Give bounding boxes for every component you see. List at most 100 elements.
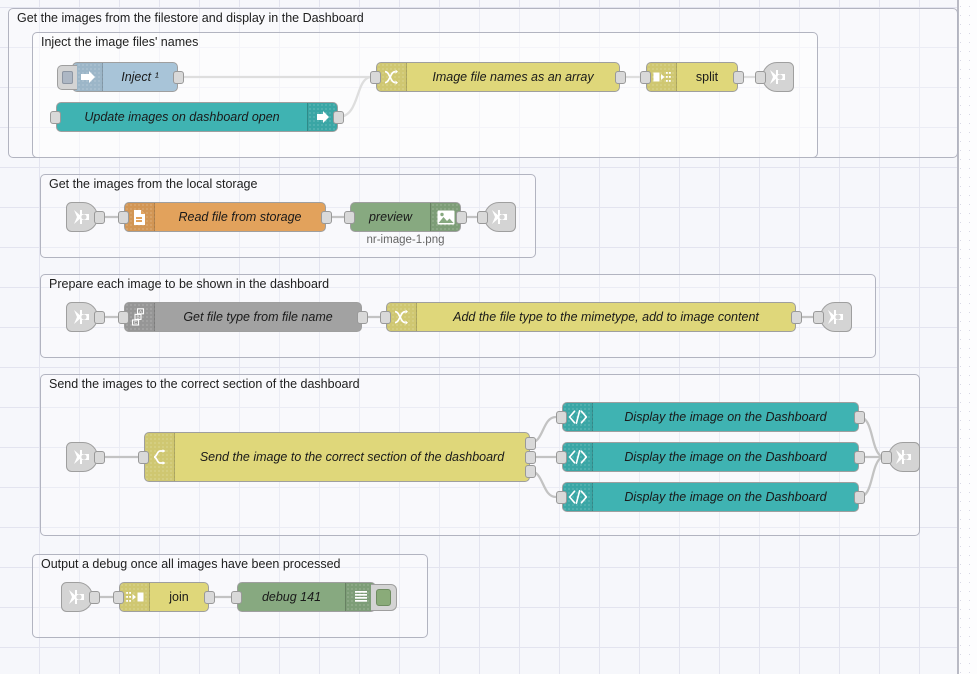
node-link-in-2[interactable] (66, 202, 105, 232)
link-out-icon (828, 310, 843, 324)
node-preview-label: preview (368, 210, 413, 224)
svg-text:B: B (136, 315, 139, 320)
join-icon (120, 583, 150, 611)
node-link-out-1-input-port[interactable] (755, 71, 766, 84)
node-join[interactable]: join (113, 582, 215, 612)
node-dashboard-open-output-port[interactable] (333, 111, 344, 124)
node-read-file-input-port[interactable] (118, 211, 129, 224)
group-inject-label: Inject the image files' names (41, 35, 199, 49)
image-icon (430, 203, 460, 231)
node-get-file-type-input-port[interactable] (118, 311, 129, 324)
node-join-output-port[interactable] (204, 591, 215, 604)
node-preview-input-port[interactable] (344, 211, 355, 224)
link-in-icon (74, 310, 89, 324)
file-in-icon (125, 203, 155, 231)
node-function-filenames[interactable]: Image file names as an array (370, 62, 626, 92)
node-link-out-1[interactable] (755, 62, 794, 92)
node-switch-output-port-1[interactable] (525, 437, 536, 450)
node-template-2-input-port[interactable] (556, 451, 567, 464)
node-join-label: join (169, 590, 189, 604)
node-link-in-2-output-port[interactable] (94, 211, 105, 224)
node-link-out-2-input-port[interactable] (477, 211, 488, 224)
node-debug[interactable]: debug 141 (231, 582, 397, 612)
node-link-out-2[interactable] (477, 202, 516, 232)
node-template-3-input-port[interactable] (556, 491, 567, 504)
node-template-3-output-port[interactable] (854, 491, 865, 504)
node-get-file-type[interactable]: A B C Get file type from file name (118, 302, 368, 332)
node-template-1-label: Display the image on the Dashboard (624, 410, 827, 424)
node-link-in-4-output-port[interactable] (94, 451, 105, 464)
node-link-in-5[interactable] (61, 582, 100, 612)
node-preview[interactable]: preview (344, 202, 467, 232)
node-template-1-output-port[interactable] (854, 411, 865, 424)
change-abc-icon: A B C (125, 303, 155, 331)
node-link-in-4[interactable] (66, 442, 105, 472)
node-debug-input-port[interactable] (231, 591, 242, 604)
node-template-1-input-port[interactable] (556, 411, 567, 424)
node-template-2[interactable]: Display the image on the Dashboard (556, 442, 865, 472)
node-read-file[interactable]: Read file from storage (118, 202, 332, 232)
group-send-label: Send the images to the correct section o… (49, 377, 360, 391)
node-dashboard-open-label: Update images on dashboard open (84, 110, 280, 124)
template-code-icon (563, 403, 593, 431)
group-debug-label: Output a debug once all images have been… (41, 557, 341, 571)
node-split-output-port[interactable] (733, 71, 744, 84)
node-dashboard-open[interactable]: Update images on dashboard open (50, 102, 344, 132)
node-link-out-4[interactable] (881, 442, 920, 472)
node-link-out-3[interactable] (813, 302, 852, 332)
link-out-icon (492, 210, 507, 224)
group-storage-label: Get the images from the local storage (49, 177, 258, 191)
node-switch-output-port-3[interactable] (525, 465, 536, 478)
node-split[interactable]: split (640, 62, 744, 92)
debug-enable-toggle[interactable] (371, 584, 397, 611)
node-get-file-type-label: Get file type from file name (183, 310, 333, 324)
svg-text:A: A (138, 309, 142, 314)
node-add-mimetype-output-port[interactable] (791, 311, 802, 324)
node-link-out-3-input-port[interactable] (813, 311, 824, 324)
function-icon (377, 63, 407, 91)
group-inject[interactable]: Inject the image files' names (32, 32, 818, 158)
node-template-3[interactable]: Display the image on the Dashboard (556, 482, 865, 512)
node-read-file-output-port[interactable] (321, 211, 332, 224)
split-icon (647, 63, 677, 91)
node-link-in-3-output-port[interactable] (94, 311, 105, 324)
node-function-filenames-label: Image file names as an array (432, 70, 594, 84)
node-dashboard-open-input-port[interactable] (50, 111, 61, 124)
node-debug-label: debug 141 (261, 590, 322, 604)
inject-arrow-icon (73, 63, 103, 91)
node-switch-input-port[interactable] (138, 451, 149, 464)
node-inject[interactable]: Inject ¹ (57, 62, 184, 92)
node-add-mimetype[interactable]: Add the file type to the mimetype, add t… (380, 302, 802, 332)
node-link-in-3[interactable] (66, 302, 105, 332)
node-template-3-label: Display the image on the Dashboard (624, 490, 827, 504)
node-get-file-type-output-port[interactable] (357, 311, 368, 324)
node-switch[interactable]: Send the image to the correct section of… (138, 432, 536, 482)
node-preview-sublabel: nr-image-1.png (366, 234, 445, 246)
node-preview-output-port[interactable] (456, 211, 467, 224)
debug-lines-icon (345, 583, 375, 611)
node-function-filenames-input-port[interactable] (370, 71, 381, 84)
node-join-input-port[interactable] (113, 591, 124, 604)
node-function-filenames-output-port[interactable] (615, 71, 626, 84)
node-split-label: split (695, 70, 719, 84)
node-link-in-5-output-port[interactable] (89, 591, 100, 604)
node-read-file-label: Read file from storage (178, 210, 302, 224)
link-in-icon (69, 590, 84, 604)
node-link-out-4-input-port[interactable] (881, 451, 892, 464)
node-switch-output-port-2[interactable] (525, 451, 536, 464)
link-out-icon (770, 70, 785, 84)
node-template-2-label: Display the image on the Dashboard (624, 450, 827, 464)
node-inject-label: Inject ¹ (121, 70, 159, 84)
template-code-icon (563, 483, 593, 511)
inject-trigger-button[interactable] (57, 65, 77, 90)
node-template-1[interactable]: Display the image on the Dashboard (556, 402, 865, 432)
node-template-2-output-port[interactable] (854, 451, 865, 464)
node-add-mimetype-label: Add the file type to the mimetype, add t… (453, 310, 759, 324)
node-add-mimetype-input-port[interactable] (380, 311, 391, 324)
node-split-input-port[interactable] (640, 71, 651, 84)
svg-text:C: C (133, 320, 137, 325)
switch-icon (145, 433, 175, 481)
node-inject-output-port[interactable] (173, 71, 184, 84)
group-outer-label: Get the images from the filestore and di… (17, 11, 364, 25)
